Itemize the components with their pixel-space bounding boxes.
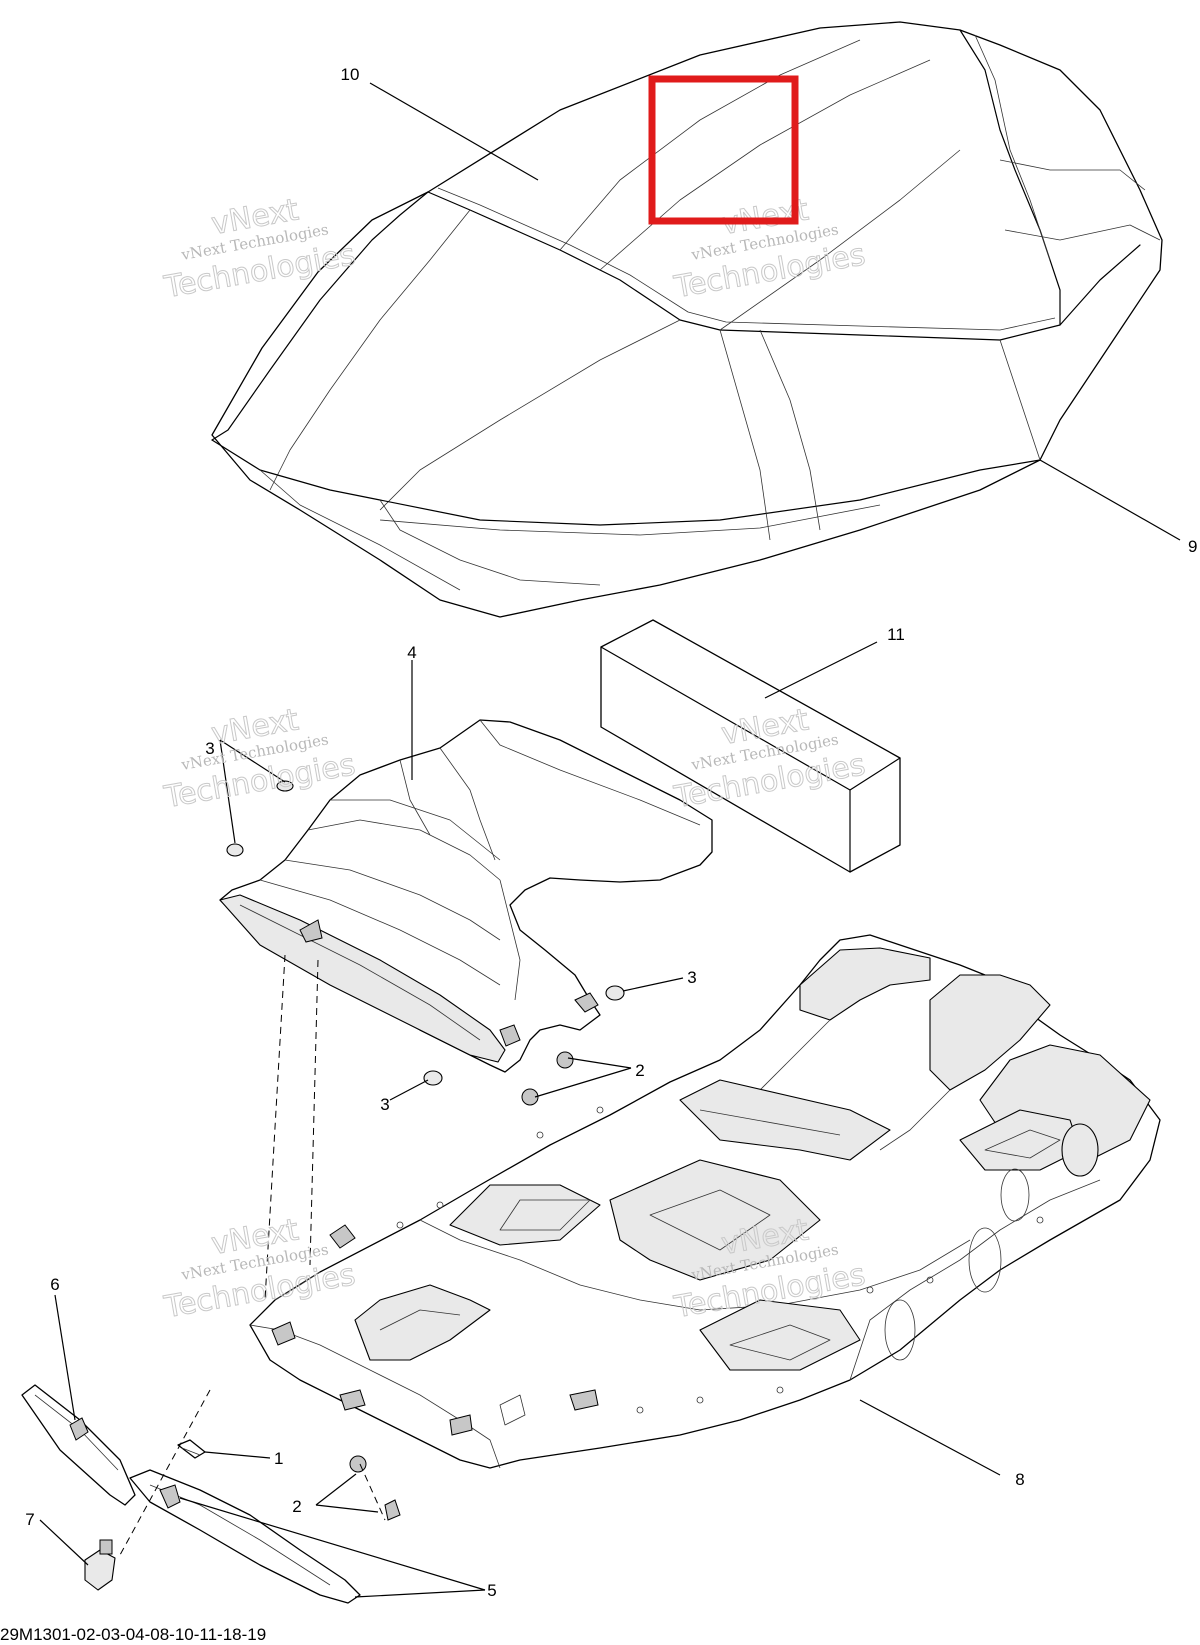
plate-part-5[interactable] — [129, 1469, 361, 1604]
leader-lines — [39, 82, 1181, 1598]
callout-2-upper: 2 — [635, 1061, 644, 1080]
assembly-lines — [119, 954, 386, 1556]
callout-6: 6 — [50, 1275, 59, 1294]
foam-block-part-11[interactable] — [600, 619, 901, 873]
callout-8: 8 — [1015, 1470, 1024, 1489]
highlight-box — [648, 75, 799, 225]
callout-10: 10 — [341, 65, 360, 84]
callout-labels: 10 9 11 4 3 3 3 2 8 6 1 2 7 5 — [25, 65, 1197, 1600]
watermark-group-3: vNext vNext Technologies Technologies — [161, 702, 359, 816]
callout-3-top: 3 — [205, 739, 214, 758]
callout-1: 1 — [274, 1449, 283, 1468]
latch-part-6[interactable] — [21, 1384, 136, 1506]
callout-3-left: 3 — [380, 1095, 389, 1114]
callout-3-right: 3 — [687, 968, 696, 987]
callout-9: 9 — [1188, 537, 1197, 556]
clip-part-1[interactable] — [177, 1439, 206, 1459]
callout-7: 7 — [25, 1510, 34, 1529]
seat-base-part-4[interactable] — [219, 719, 713, 1073]
seat-cover-part-10[interactable] — [211, 21, 1163, 618]
drawing-code: 29M1301-02-03-04-08-10-11-18-19 — [0, 1625, 266, 1644]
callout-2-lower: 2 — [292, 1497, 301, 1516]
plug-part-7[interactable] — [84, 1539, 116, 1591]
callout-5: 5 — [487, 1581, 496, 1600]
callout-4: 4 — [407, 643, 416, 662]
seat-base-part-8[interactable] — [249, 934, 1161, 1469]
callout-11: 11 — [887, 625, 905, 644]
